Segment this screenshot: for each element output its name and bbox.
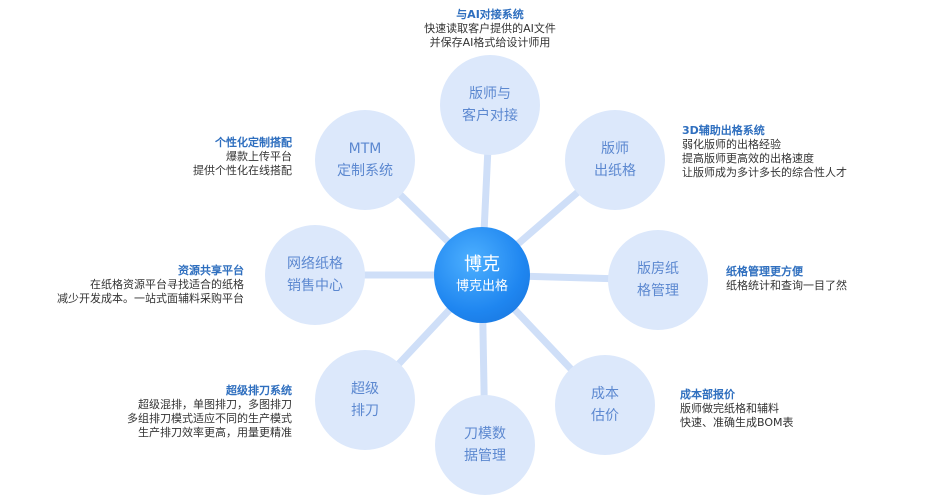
note-resource: 资源共享平台 在纸格资源平台寻找适合的纸格 减少开发成本。一站式面辅料采购平台 (57, 264, 244, 305)
node-mtm-custom[interactable]: MTM 定制系统 (315, 110, 415, 210)
node-online-sales[interactable]: 网络纸格 销售中心 (265, 225, 365, 325)
node-cost-estimate[interactable]: 成本 估价 (555, 355, 655, 455)
hub-title: 博克 (464, 254, 500, 275)
note-marker: 超级排刀系统 超级混排，单图排刀，多图排刀 多组排刀模式适应不同的生产模式 生产… (127, 384, 292, 439)
node-designer-client[interactable]: 版师与 客户对接 (440, 55, 540, 155)
note-custom: 个性化定制搭配 爆款上传平台 提供个性化在线搭配 (193, 136, 292, 177)
note-pattern-mgmt: 纸格管理更方便 纸格统计和查询一目了然 (726, 265, 847, 292)
node-pattern-output[interactable]: 版师 出纸格 (565, 110, 665, 210)
note-ai: 与AI对接系统 快速读取客户提供的AI文件 并保存AI格式给设计师用 (424, 8, 556, 49)
note-cost: 成本部报价 版师做完纸格和辅料 快速、准确生成BOM表 (680, 388, 794, 429)
node-pattern-management[interactable]: 版房纸 格管理 (608, 230, 708, 330)
node-super-marker[interactable]: 超级 排刀 (315, 350, 415, 450)
hub-node[interactable]: 博克 博克出格 (434, 227, 530, 323)
node-die-data[interactable]: 刀模数 据管理 (435, 395, 535, 495)
note-3d: 3D辅助出格系统 弱化版师的出格经验 提高版师更高效的出格速度 让版师成为多计多… (682, 124, 847, 179)
hub-subtitle: 博克出格 (455, 279, 508, 294)
